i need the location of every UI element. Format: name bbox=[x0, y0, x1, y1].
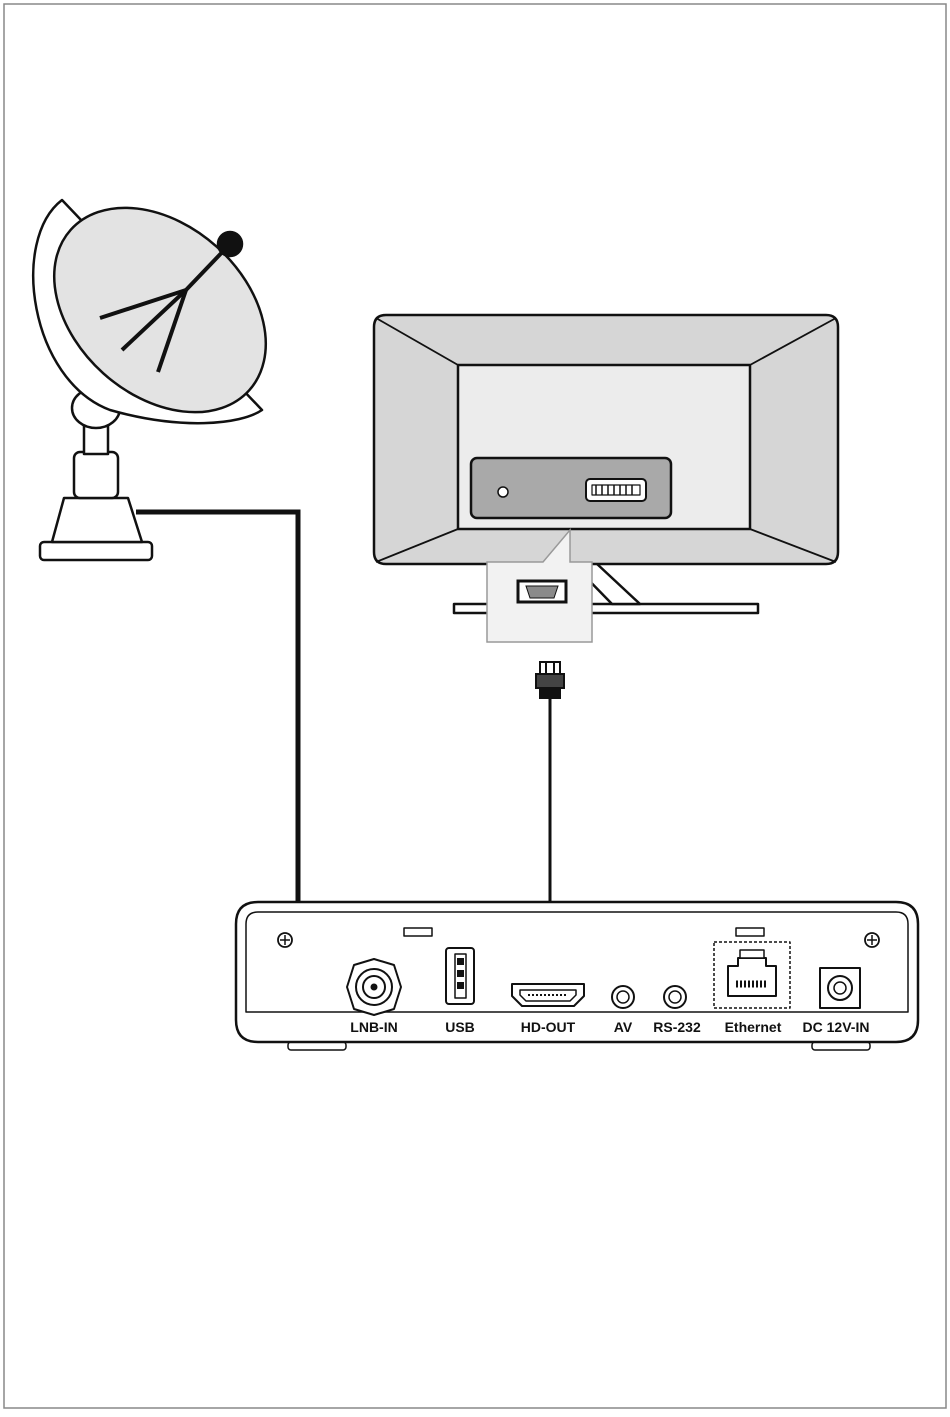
dish-base-plate bbox=[40, 542, 152, 560]
ethernet-port bbox=[714, 942, 790, 1008]
port-label-dc-12v-in: DC 12V-IN bbox=[803, 1019, 870, 1035]
tv-antenna-port bbox=[498, 487, 508, 497]
satellite-dish bbox=[14, 167, 306, 560]
lnb-feed-head bbox=[218, 232, 242, 256]
dc-12v-in-port bbox=[820, 968, 860, 1008]
port-label-usb: USB bbox=[445, 1019, 475, 1035]
tv-back bbox=[374, 315, 838, 613]
port-label-av: AV bbox=[614, 1019, 633, 1035]
dish-mast bbox=[74, 452, 118, 498]
rs-232-port bbox=[664, 986, 686, 1008]
av-port bbox=[612, 986, 634, 1008]
usb-port bbox=[446, 948, 474, 1004]
lnb-in-port bbox=[347, 959, 401, 1015]
port-label-hd-out: HD-OUT bbox=[521, 1019, 576, 1035]
dish-base bbox=[52, 498, 142, 542]
port-label-rs-232: RS-232 bbox=[653, 1019, 701, 1035]
port-label-lnb-in: LNB-IN bbox=[350, 1019, 397, 1035]
port-label-ethernet: Ethernet bbox=[725, 1019, 782, 1035]
hd-out-port bbox=[512, 984, 584, 1006]
